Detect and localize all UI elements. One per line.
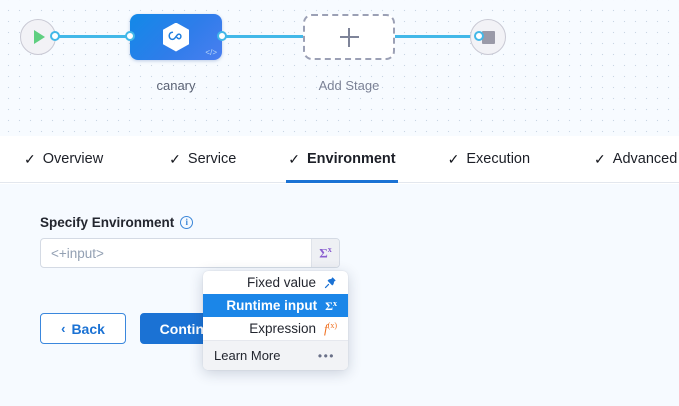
dropdown-item-fixed-value[interactable]: Fixed value [203, 271, 348, 294]
tab-environment[interactable]: ✓ Environment [286, 136, 398, 183]
specify-environment-label: Specify Environment i [40, 215, 194, 230]
tab-service[interactable]: ✓ Service [167, 136, 238, 183]
back-button[interactable]: ‹ Back [40, 313, 126, 344]
dropdown-learn-more[interactable]: Learn More ••• [203, 340, 348, 370]
stage-label-canary: canary [156, 78, 196, 93]
tab-overview[interactable]: ✓ Overview [22, 136, 105, 183]
check-icon: ✓ [594, 151, 606, 167]
wire-start-to-canary [46, 35, 138, 38]
runtime-input-toggle-button[interactable]: Σx [311, 239, 339, 267]
stop-icon [481, 30, 495, 44]
wire-addstage-to-end [387, 35, 479, 38]
harness-hexagon-icon [163, 22, 189, 52]
stage-tabbar: ✓ Overview ✓ Service ✓ Environment ✓ Exe… [0, 136, 679, 183]
check-icon: ✓ [288, 151, 300, 167]
tab-label: Execution [466, 151, 531, 167]
tab-label: Overview [42, 151, 104, 167]
ellipsis-icon: ••• [317, 348, 335, 363]
back-button-label: Back [71, 320, 105, 337]
sigma-x-icon: Σx [319, 244, 332, 261]
learn-more-label: Learn More [214, 348, 281, 363]
tab-advanced[interactable]: ✓ Advanced [592, 136, 679, 183]
dropdown-item-expression[interactable]: Expression f(x) [203, 317, 348, 340]
add-stage-node[interactable] [303, 14, 395, 60]
play-icon [34, 30, 45, 44]
check-icon: ✓ [169, 151, 181, 167]
port-start-out[interactable] [50, 31, 60, 41]
dropdown-item-label: Runtime input [226, 298, 318, 313]
chevron-left-icon: ‹ [61, 321, 66, 336]
plus-icon [339, 27, 359, 47]
port-end-in[interactable] [474, 31, 484, 41]
environment-input[interactable] [41, 239, 311, 267]
dropdown-item-label: Fixed value [246, 275, 316, 290]
port-canary-out[interactable] [217, 31, 227, 41]
stage-node-canary[interactable]: </> [130, 14, 222, 60]
add-stage-label: Add Stage [318, 78, 380, 93]
port-canary-in[interactable] [125, 31, 135, 41]
tab-label: Environment [307, 151, 396, 167]
pipeline-canvas[interactable]: </> canary Add Stage [0, 0, 679, 136]
dropdown-item-label: Expression [249, 321, 317, 336]
wire-canary-to-addstage [214, 35, 311, 38]
tab-label: Advanced [612, 151, 678, 167]
fx-icon: f(x) [324, 321, 337, 336]
pin-icon [324, 276, 337, 289]
specify-environment-field[interactable]: Σx [40, 238, 340, 268]
info-icon[interactable]: i [180, 216, 194, 229]
tab-execution[interactable]: ✓ Execution [446, 136, 532, 183]
check-icon: ✓ [24, 151, 36, 167]
tab-label: Service [187, 151, 237, 167]
check-icon: ✓ [447, 151, 460, 167]
start-node[interactable] [20, 19, 56, 55]
field-label-text: Specify Environment [40, 215, 175, 230]
stage-code-badge: </> [205, 48, 217, 57]
